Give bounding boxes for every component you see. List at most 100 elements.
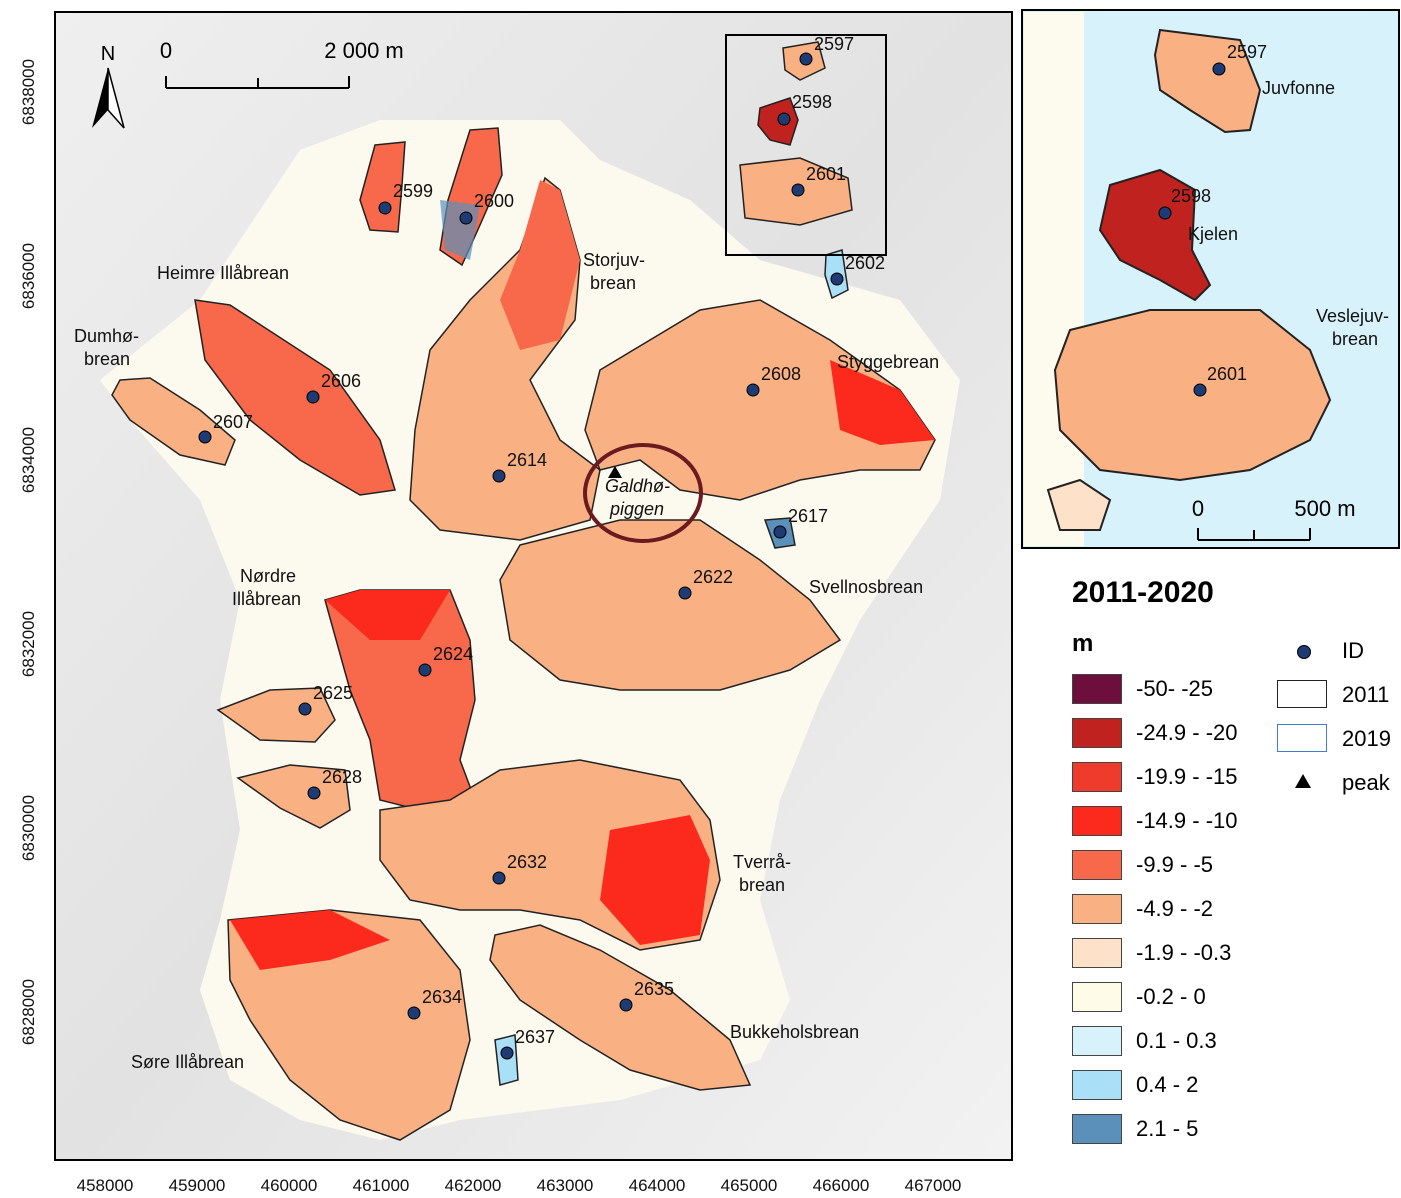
id-2598: 2598 (792, 92, 832, 112)
legend-symbol-dot-icon (1297, 645, 1311, 659)
scale-bar: 0 2 000 m (160, 38, 404, 89)
main-map: N 0 2 000 m Heimre Illåbrean Dumhø- brea… (19, 11, 1013, 1195)
label-nordre-2: Illåbrean (232, 589, 301, 609)
label-storjuv-1: Storjuv- (583, 250, 645, 270)
id-2601: 2601 (806, 164, 846, 184)
legend-class-row: 0.1 - 0.3 (1072, 1026, 1282, 1060)
glacier-polygons (111, 41, 936, 1141)
x-tick: 462000 (445, 1176, 502, 1195)
legend-symbol-triangle-icon (1295, 774, 1311, 788)
legend-swatch (1072, 718, 1122, 748)
scale-bar-start: 0 (160, 38, 172, 63)
inset-id-2601: 2601 (1207, 364, 1247, 384)
legend-swatch (1072, 762, 1122, 792)
legend-swatch (1072, 894, 1122, 924)
id-2599: 2599 (393, 181, 433, 201)
inset-scale-start: 0 (1192, 496, 1204, 521)
label-tverra-2: brean (739, 875, 785, 895)
label-sore-illabrean: Søre Illåbrean (131, 1052, 244, 1072)
glacier-2625 (216, 687, 336, 743)
legend-swatch (1072, 938, 1122, 968)
north-arrow-label: N (101, 43, 115, 65)
legend: 2011-2020 m -50- -25 -24.9 - -20 -19.9 - -… (1022, 556, 1400, 1196)
legend-symbol-label: ID (1342, 638, 1364, 663)
label-dumho-1: Dumhø- (74, 326, 139, 346)
inset-locator-box (725, 34, 887, 256)
legend-class-label: 0.4 - 2 (1136, 1072, 1199, 1097)
id-2614: 2614 (507, 450, 547, 470)
id-2606: 2606 (321, 371, 361, 391)
x-tick: 464000 (629, 1176, 686, 1195)
legend-symbol-outline-icon (1277, 724, 1327, 752)
legend-class-label: -1.9 - -0.3 (1136, 940, 1232, 965)
legend-unit: m (1072, 630, 1094, 657)
label-peak-2: piggen (609, 499, 664, 519)
inset-label-veslejuv-2: brean (1332, 329, 1378, 349)
x-tick: 458000 (77, 1176, 134, 1195)
inset-scale-bar: 0 500 m (1192, 496, 1356, 541)
legend-swatch (1072, 1026, 1122, 1056)
y-tick: 6836000 (19, 243, 38, 309)
legend-class-label: -4.9 - -2 (1136, 896, 1214, 921)
x-tick: 467000 (905, 1176, 962, 1195)
legend-swatch (1072, 1070, 1122, 1100)
inset-map: 2597 2598 2601 Juvfonne Kjelen Veslejuv-… (1021, 9, 1400, 549)
legend-class-label: -19.9 - -15 (1136, 764, 1238, 789)
inset-label-veslejuv-1: Veslejuv- (1316, 306, 1389, 326)
legend-class-label: -50- -25 (1136, 676, 1214, 701)
inset-id-2597: 2597 (1227, 42, 1267, 62)
glacier-2637 (494, 1034, 519, 1086)
legend-class-row: -0.2 - 0 (1072, 982, 1282, 1016)
y-tick: 6830000 (19, 795, 38, 861)
glacier-2632-east (600, 815, 710, 945)
legend-symbol-label: 2019 (1342, 726, 1391, 751)
label-heimre-illabrean: Heimre Illåbrean (157, 263, 289, 283)
glacier-2614-upper (500, 180, 580, 350)
legend-swatch (1072, 850, 1122, 880)
legend-class-label: 2.1 - 5 (1136, 1116, 1199, 1141)
id-2617: 2617 (788, 506, 828, 526)
label-dumho-2: brean (84, 349, 130, 369)
legend-class-label: -24.9 - -20 (1136, 720, 1238, 745)
legend-class-row: -19.9 - -15 (1072, 762, 1282, 796)
id-2625: 2625 (313, 683, 353, 703)
inset-glacier-juvfonne (1153, 28, 1262, 134)
legend-class-row: -50- -25 (1072, 674, 1282, 708)
label-peak-1: Galdhø- (605, 476, 670, 496)
glacier-name-labels: Heimre Illåbrean Dumhø- brean Storjuv- b… (74, 250, 939, 1072)
glacier-2599 (359, 141, 406, 233)
y-tick: 6832000 (19, 611, 38, 677)
galdhopiggen-highlight-circle (583, 443, 703, 543)
legend-class-label: 0.1 - 0.3 (1136, 1028, 1217, 1053)
y-tick: 6834000 (19, 427, 38, 493)
label-styggebrean: Styggebrean (837, 352, 939, 372)
legend-swatch (1072, 982, 1122, 1012)
glacier-2634 (227, 909, 471, 1141)
north-arrow: N (92, 43, 125, 129)
inset-label-juvfonne: Juvfonne (1262, 78, 1335, 98)
id-2602: 2602 (845, 253, 885, 273)
glacier-2628 (236, 764, 351, 829)
scale-bar-end: 2 000 m (324, 38, 404, 63)
legend-class-row: 2.1 - 5 (1072, 1114, 1282, 1148)
label-bukkeholsbrean: Bukkeholsbrean (730, 1022, 859, 1042)
glacier-id-markers: 2597 2598 2601 2602 2599 2600 2606 2607 … (198, 34, 885, 1060)
legend-class-label: -0.2 - 0 (1136, 984, 1206, 1009)
legend-symbol-row: 2011 (1277, 680, 1397, 714)
legend-symbol-row: peak (1277, 768, 1397, 802)
glacier-2624-top (325, 590, 450, 640)
id-2637: 2637 (515, 1027, 555, 1047)
legend-class-row: -4.9 - -2 (1072, 894, 1282, 928)
legend-symbol-row: 2019 (1277, 724, 1397, 758)
glacier-2608-east (830, 360, 935, 445)
legend-class-row: -1.9 - -0.3 (1072, 938, 1282, 972)
x-tick: 466000 (813, 1176, 870, 1195)
legend-symbol-outline-icon (1277, 680, 1327, 708)
legend-class-label: -14.9 - -10 (1136, 808, 1238, 833)
legend-title: 2011-2020 (1072, 576, 1214, 609)
id-2600: 2600 (474, 191, 514, 211)
legend-swatch (1072, 674, 1122, 704)
x-tick: 461000 (353, 1176, 410, 1195)
legend-class-row: 0.4 - 2 (1072, 1070, 1282, 1104)
